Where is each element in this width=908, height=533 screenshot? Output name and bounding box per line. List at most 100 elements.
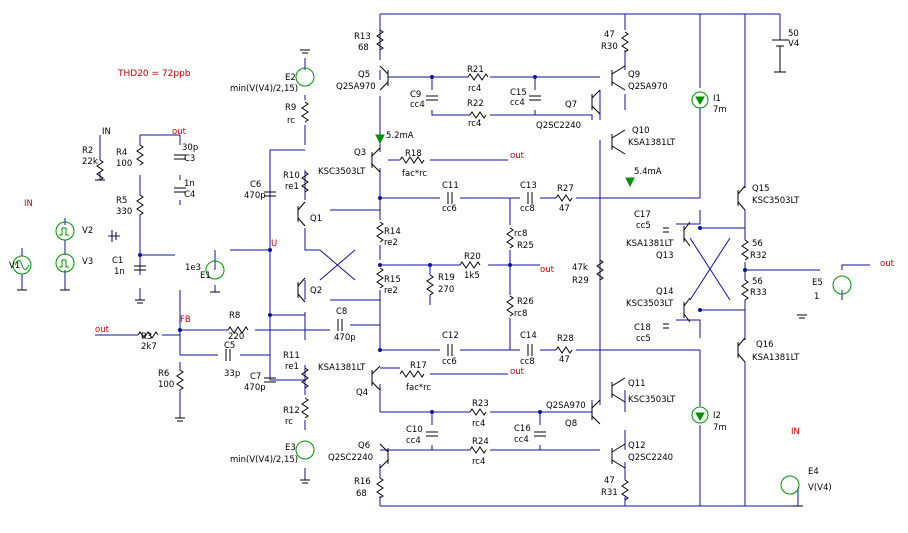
r20-label: R20 (464, 252, 481, 262)
r6-label: R6 (158, 369, 169, 379)
q8-type: Q2SA970 (546, 401, 586, 411)
r17-value: fac*rc (406, 383, 431, 393)
r16-value: 68 (356, 489, 367, 499)
c5-value: 33p (224, 369, 240, 379)
q5-label: Q5 (358, 70, 370, 80)
r18-value: fac*rc (402, 169, 427, 179)
r24-symbol (469, 446, 487, 454)
c7-symbol (264, 377, 276, 383)
r24-value: rc4 (472, 457, 485, 467)
c8-value: 470p (334, 333, 356, 343)
r11-label: R11 (283, 351, 300, 361)
q11-symbol (611, 377, 626, 403)
r13-label: R13 (354, 32, 371, 42)
c13-value: cc8 (520, 204, 535, 214)
c4-symbol (174, 187, 186, 193)
q2-symbol (297, 277, 306, 303)
r10-label: R10 (283, 171, 300, 181)
q9-label: Q9 (628, 70, 640, 80)
r29-symbol (596, 259, 604, 281)
r16-symbol (376, 477, 384, 499)
r14-symbol (376, 221, 384, 243)
r30-symbol (621, 31, 629, 53)
q13-type: KSA1381LT (626, 239, 674, 249)
net-out-r17: out (510, 367, 525, 377)
r19-value: 270 (438, 285, 454, 295)
r26-value: rc8 (514, 309, 527, 319)
i1-label: I1 (713, 94, 721, 104)
r25-symbol (506, 227, 514, 249)
r31-label: R31 (601, 488, 618, 498)
r14-value: re2 (384, 238, 398, 248)
r28-label: R28 (557, 334, 574, 344)
q11-label: Q11 (628, 379, 646, 389)
ground-icons-4 (793, 314, 807, 507)
r12-value: rc (285, 417, 293, 427)
v4-ground-symbol (774, 46, 786, 73)
v1-symbol (12, 255, 32, 275)
r29-label: R29 (572, 276, 589, 286)
ground-icons-3 (17, 179, 220, 293)
r21-value: rc4 (468, 84, 481, 94)
c13-symbol (527, 192, 533, 204)
e3-expr: min(V(V4)/2,15) (230, 455, 298, 465)
e5-symbol (832, 275, 852, 295)
resistors (96, 29, 749, 501)
net-in-e4: IN (791, 427, 800, 437)
e5-label: E5 (812, 278, 823, 288)
transistors (297, 65, 746, 469)
q9-type: Q2SA970 (628, 82, 668, 92)
q8-symbol (591, 399, 601, 425)
q15-type: KSC3503LT (752, 196, 800, 206)
q3-current-arrow-icon (375, 134, 385, 145)
c7-label: C7 (250, 372, 261, 382)
c3-symbol (174, 154, 186, 160)
q8-label: Q8 (565, 419, 577, 429)
q3-type: KSC3503LT (318, 167, 366, 177)
junctions (138, 75, 747, 414)
r9-value: rc (287, 116, 295, 126)
r10-symbol (301, 171, 309, 193)
q16-symbol (737, 337, 746, 363)
r22-value: rc4 (468, 119, 481, 129)
r21-symbol (467, 73, 489, 81)
q2-label: Q2 (310, 286, 322, 296)
c4-value: 1n (184, 179, 195, 189)
q16-type: KSA1381LT (752, 353, 800, 363)
capacitors (111, 95, 669, 437)
c10-symbol (426, 431, 438, 437)
i1-value: 7m (713, 105, 727, 115)
q4-type: KSA1381LT (318, 363, 366, 373)
c7-value: 470p (244, 383, 266, 393)
e1-label: E1 (200, 271, 211, 281)
r33-label: R33 (750, 288, 767, 298)
net-in-left: IN (24, 199, 33, 209)
r31-symbol (621, 479, 629, 501)
v1-sine-icon (14, 260, 30, 270)
r27-symbol (555, 194, 573, 202)
r29-value: 47k (572, 263, 588, 273)
q6-symbol (379, 443, 389, 469)
c1-symbol (134, 265, 146, 271)
q15-symbol (737, 185, 746, 211)
q6-label: Q6 (358, 441, 370, 451)
r5-value: 330 (116, 207, 132, 217)
v2-symbol (55, 221, 75, 241)
r32-value: 56 (752, 239, 763, 249)
r18-label: R18 (405, 149, 422, 159)
c5-label: C5 (224, 341, 235, 351)
net-out-left: out (95, 325, 110, 335)
r24-label: R24 (472, 437, 489, 447)
r11-value: re1 (285, 362, 299, 372)
r25-label: R25 (517, 241, 534, 251)
e2-symbol (295, 67, 315, 87)
c6-label: C6 (250, 180, 261, 190)
r4-value: 100 (116, 159, 132, 169)
r19-label: R19 (438, 273, 455, 283)
r23-symbol (469, 408, 487, 416)
e1-value: 1e3 (185, 263, 201, 273)
r10-value: re1 (285, 182, 299, 192)
e3-symbol (295, 440, 315, 460)
